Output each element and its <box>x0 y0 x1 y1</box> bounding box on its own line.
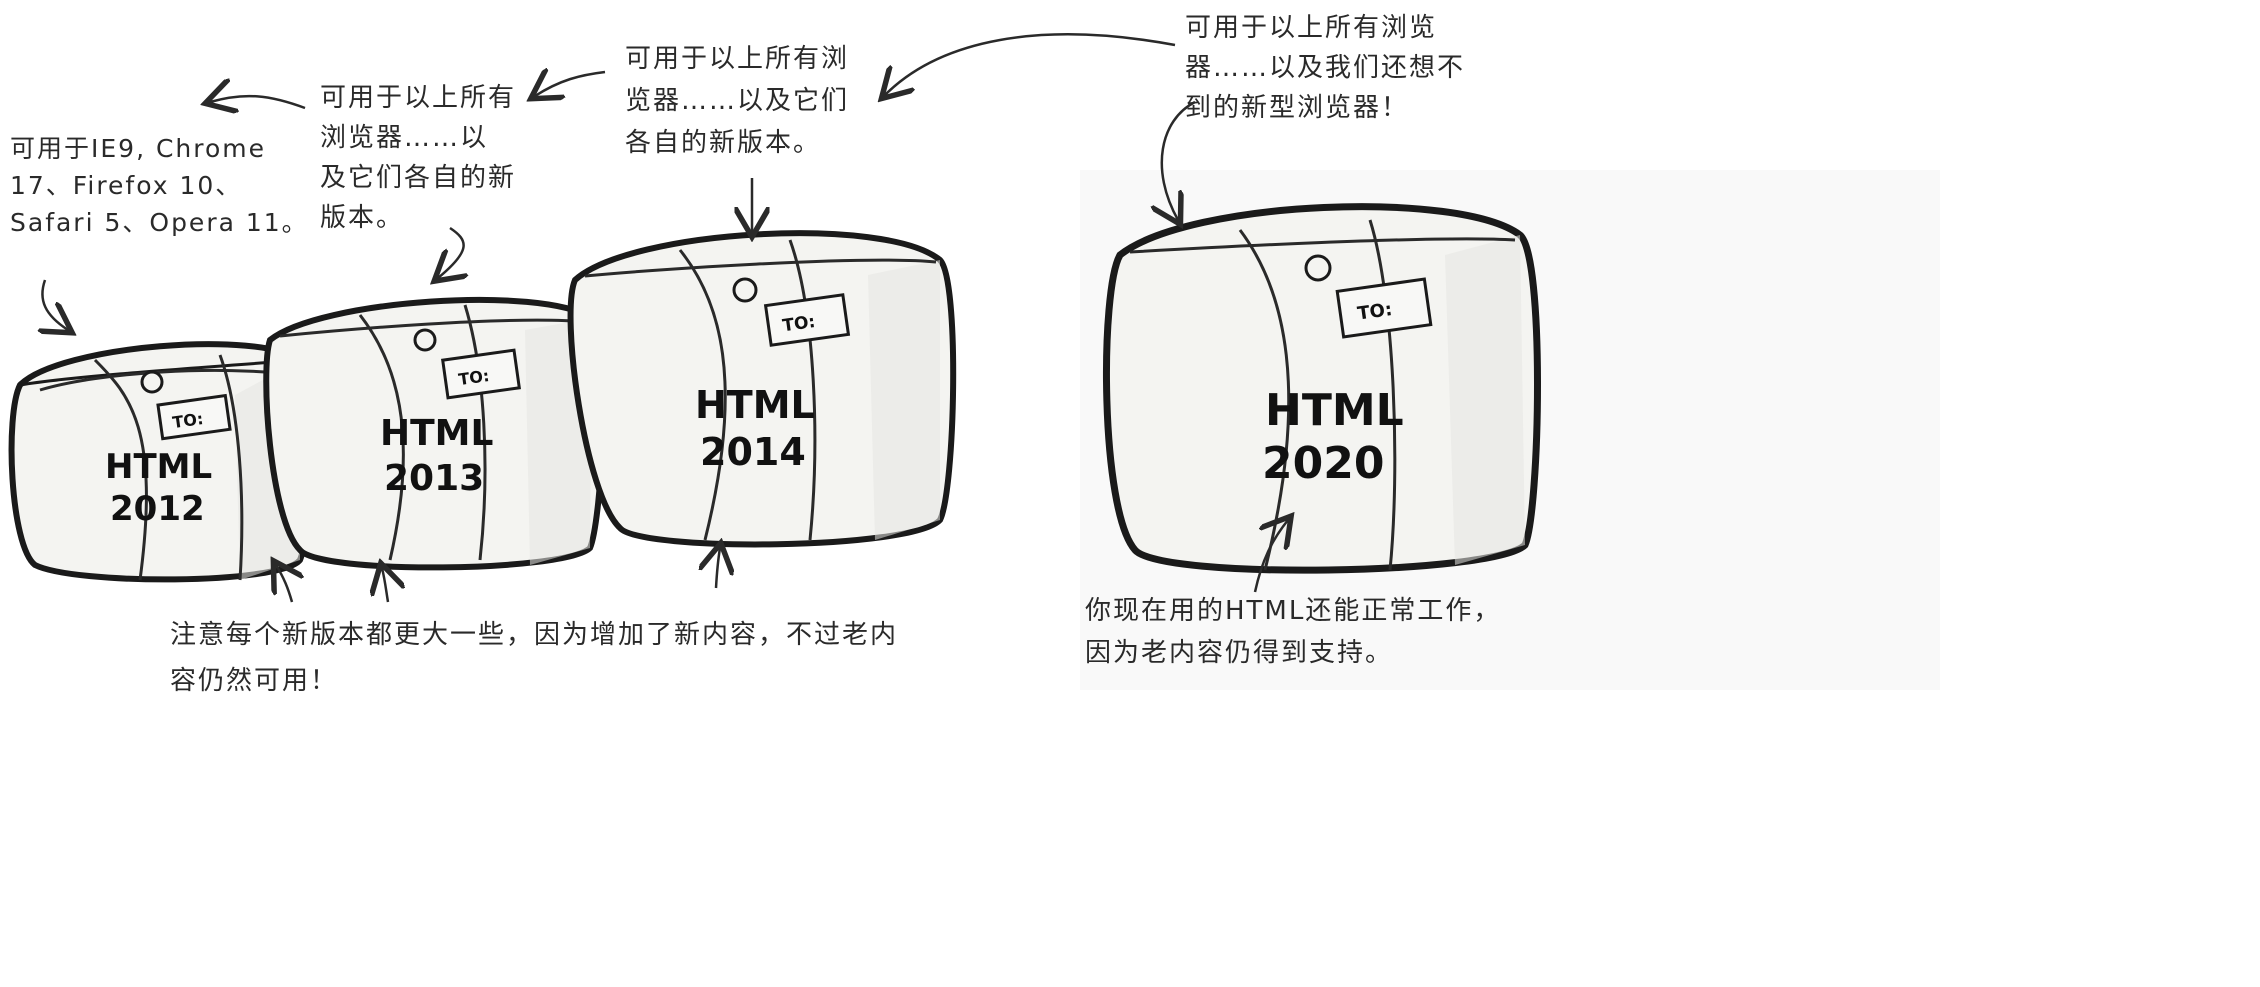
note-bottom: 注意每个新版本都更大一些，因为增加了新内容，不过老内 容仍然可用！ <box>170 620 899 696</box>
box-2013-tag: TO: <box>457 366 490 389</box>
note-2013: 可用于以上所有 浏览器……以 及它们各自的新 版本。 <box>320 83 517 233</box>
box-2014-tag: TO: <box>781 312 816 336</box>
box-2014-line1: HTML <box>695 383 815 427</box>
package-box-2014: HTML 2014 TO: <box>567 230 957 548</box>
box-2020-line2: 2020 <box>1262 438 1384 489</box>
arrow-to-box-2020 <box>1162 100 1196 220</box>
note-2014: 可用于以上所有浏 览器……以及它们 各自的新版本。 <box>625 44 850 158</box>
arrow-2013-to-2012-note <box>210 96 306 108</box>
box-2020-tag: TO: <box>1356 299 1393 325</box>
arrow-bottom-to-2012 <box>276 565 292 603</box>
arrow-right-note-to-2020 <box>1253 520 1288 593</box>
box-2012-tag: TO: <box>171 409 204 432</box>
note-2012: 可用于IE9, Chrome 17、Firefox 10、 Safari 5、O… <box>10 134 309 237</box>
note-2020: 可用于以上所有浏览 器……以及我们还想不 到的新型浏览器！ <box>1185 13 1466 123</box>
box-2014-line2: 2014 <box>700 430 806 474</box>
arrow-bottom-to-2013 <box>382 568 388 603</box>
arrow-to-box-2012 <box>42 279 68 330</box>
box-2012-line2: 2012 <box>110 489 205 529</box>
package-box-2020: HTML 2020 TO: <box>1103 203 1541 574</box>
box-2012-line1: HTML <box>105 447 212 487</box>
package-box-2013: HTML 2013 TO: <box>263 296 607 571</box>
box-2020-line1: HTML <box>1265 385 1404 436</box>
annotation-arrows <box>42 33 1288 603</box>
box-2013-line2: 2013 <box>384 458 484 499</box>
arrow-bottom-to-2014 <box>716 548 720 589</box>
arrow-to-box-2013 <box>438 226 464 278</box>
box-2013-line1: HTML <box>380 413 493 454</box>
arrow-2014-to-2013-note <box>535 72 606 96</box>
arrow-2020-to-2014-note <box>885 33 1176 95</box>
note-right: 你现在用的HTML还能正常工作， 因为老内容仍得到支持。 <box>1085 596 1502 668</box>
